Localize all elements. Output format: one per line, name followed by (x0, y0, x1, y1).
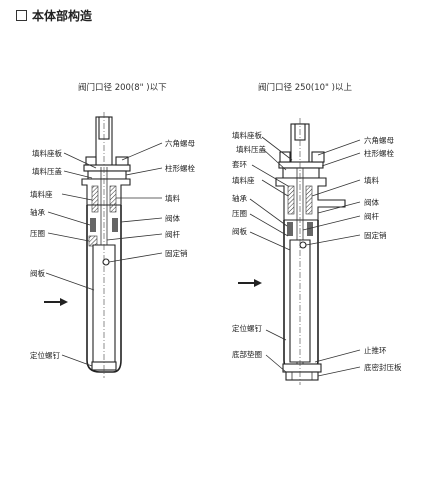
left-caption: 阀门口径 200(8" )以下 (78, 82, 167, 93)
right-label-pressure-ring: 压圈 (232, 209, 247, 218)
left-label-pressure-ring: 压圈 (30, 229, 45, 238)
right-valve-drawing (238, 118, 361, 385)
checkbox-square[interactable] (16, 10, 27, 21)
left-label-packing-seat-plate: 填料座板 (32, 148, 62, 158)
right-label-pin: 固定销 (364, 230, 387, 240)
left-label-disc: 阀板 (30, 268, 45, 278)
section-header: 本体部构造 (16, 7, 92, 24)
left-label-stud-bolt: 柱形螺栓 (165, 163, 195, 173)
left-label-packing-seat: 填料座 (30, 189, 53, 199)
right-label-thrust-ring: 止推环 (364, 345, 387, 355)
right-label-bottom-seal-plate: 底密封压板 (364, 362, 402, 372)
right-label-bearing: 轴承 (232, 193, 247, 203)
left-label-gland: 填料压盖 (32, 166, 62, 176)
right-label-bottom-washer: 底部垫圈 (232, 349, 262, 359)
right-label-body: 阀体 (364, 197, 379, 207)
left-label-pin: 固定销 (165, 248, 188, 258)
right-label-hex-nut: 六角螺母 (364, 135, 394, 145)
right-label-gland: 填料压盖 (236, 144, 266, 154)
left-label-stem: 阀杆 (165, 229, 180, 239)
left-label-packing: 填料 (165, 193, 180, 203)
left-label-bearing: 轴承 (30, 207, 45, 217)
left-valve-drawing (44, 112, 163, 378)
left-label-hex-nut: 六角螺母 (165, 138, 195, 148)
section-title: 本体部构造 (32, 9, 93, 23)
right-label-stem: 阀杆 (364, 211, 379, 221)
right-label-set-screw: 定位螺钉 (232, 323, 262, 333)
right-caption: 阀门口径 250(10" )以上 (258, 82, 352, 93)
right-label-packing: 填料 (364, 175, 379, 185)
right-label-collar: 套环 (232, 159, 247, 169)
left-label-body: 阀体 (165, 213, 180, 223)
right-label-packing-seat: 填料座 (232, 175, 255, 185)
right-label-stud-bolt: 柱形螺栓 (364, 148, 394, 158)
left-label-set-screw: 定位螺钉 (30, 350, 60, 360)
right-label-packing-seat-plate: 填料座板 (232, 130, 262, 140)
right-label-disc: 阀板 (232, 226, 247, 236)
